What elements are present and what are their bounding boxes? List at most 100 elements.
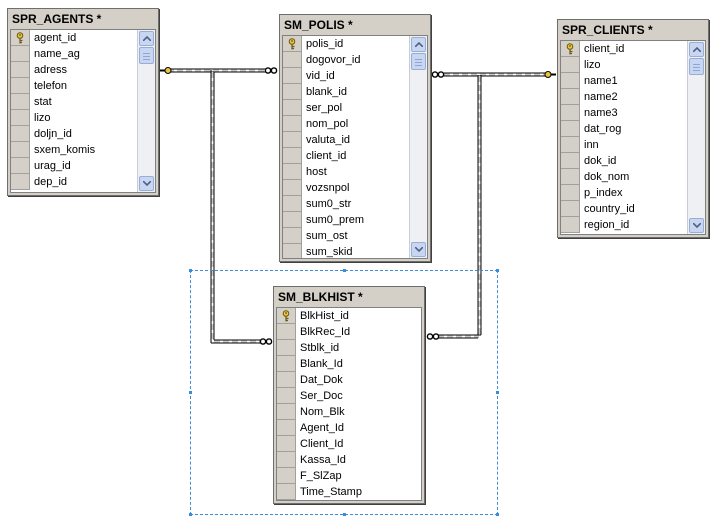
field-row[interactable]: dep_id bbox=[11, 174, 137, 190]
row-selector[interactable] bbox=[277, 308, 296, 324]
row-selector[interactable] bbox=[561, 73, 580, 89]
row-selector[interactable] bbox=[283, 180, 302, 196]
row-selector[interactable] bbox=[283, 116, 302, 132]
field-row[interactable]: dok_nom bbox=[561, 169, 687, 185]
row-selector[interactable] bbox=[277, 468, 296, 484]
row-selector[interactable] bbox=[11, 78, 30, 94]
field-row[interactable]: Blank_Id bbox=[277, 356, 421, 372]
row-selector[interactable] bbox=[11, 30, 30, 46]
row-selector[interactable] bbox=[277, 372, 296, 388]
row-selector[interactable] bbox=[11, 94, 30, 110]
row-selector[interactable] bbox=[277, 436, 296, 452]
field-row[interactable]: urag_id bbox=[11, 158, 137, 174]
table-title[interactable]: SPR_AGENTS * bbox=[12, 12, 102, 26]
row-selector[interactable] bbox=[277, 452, 296, 468]
field-row[interactable]: vozsnpol bbox=[283, 180, 409, 196]
field-row[interactable]: BlkHist_id bbox=[277, 308, 421, 324]
row-selector[interactable] bbox=[561, 57, 580, 73]
field-row[interactable]: nom_pol bbox=[283, 116, 409, 132]
scroll-thumb[interactable] bbox=[411, 53, 426, 70]
field-row[interactable]: telefon bbox=[11, 78, 137, 94]
field-row[interactable]: Client_Id bbox=[277, 436, 421, 452]
row-selector[interactable] bbox=[277, 340, 296, 356]
row-selector[interactable] bbox=[11, 62, 30, 78]
row-selector[interactable] bbox=[283, 52, 302, 68]
field-row[interactable]: agent_id bbox=[11, 30, 137, 46]
scroll-thumb[interactable] bbox=[689, 58, 704, 75]
row-selector[interactable] bbox=[561, 217, 580, 233]
field-row[interactable]: Kassa_Id bbox=[277, 452, 421, 468]
scroll-up-button[interactable] bbox=[139, 31, 154, 46]
field-row[interactable]: name2 bbox=[561, 89, 687, 105]
field-row[interactable]: host bbox=[283, 164, 409, 180]
row-selector[interactable] bbox=[283, 244, 302, 258]
row-selector[interactable] bbox=[561, 185, 580, 201]
row-selector[interactable] bbox=[561, 121, 580, 137]
field-row[interactable]: valuta_id bbox=[283, 132, 409, 148]
field-row[interactable]: inn bbox=[561, 137, 687, 153]
resize-handle[interactable] bbox=[343, 513, 346, 516]
field-row[interactable]: region_id bbox=[561, 217, 687, 233]
row-selector[interactable] bbox=[283, 148, 302, 164]
field-row[interactable]: sum0_prem bbox=[283, 212, 409, 228]
row-selector[interactable] bbox=[561, 201, 580, 217]
vertical-scrollbar[interactable] bbox=[137, 30, 155, 192]
scroll-down-button[interactable] bbox=[411, 242, 426, 257]
field-row[interactable]: ser_pol bbox=[283, 100, 409, 116]
row-selector[interactable] bbox=[11, 126, 30, 142]
field-row[interactable]: Dat_Dok bbox=[277, 372, 421, 388]
field-row[interactable]: sum0_str bbox=[283, 196, 409, 212]
field-row[interactable]: client_id bbox=[283, 148, 409, 164]
row-selector[interactable] bbox=[283, 196, 302, 212]
resize-handle[interactable] bbox=[189, 513, 192, 516]
resize-handle[interactable] bbox=[189, 391, 192, 394]
row-selector[interactable] bbox=[283, 84, 302, 100]
field-row[interactable]: client_id bbox=[561, 41, 687, 57]
field-row[interactable]: p_index bbox=[561, 185, 687, 201]
field-row[interactable]: name_ag bbox=[11, 46, 137, 62]
row-selector[interactable] bbox=[283, 100, 302, 116]
row-selector[interactable] bbox=[561, 137, 580, 153]
row-selector[interactable] bbox=[277, 356, 296, 372]
field-row[interactable]: F_SlZap bbox=[277, 468, 421, 484]
field-row[interactable]: Stblk_id bbox=[277, 340, 421, 356]
field-row[interactable]: dok_id bbox=[561, 153, 687, 169]
table-title[interactable]: SM_BLKHIST * bbox=[278, 290, 363, 304]
field-row[interactable]: lizo bbox=[11, 110, 137, 126]
row-selector[interactable] bbox=[277, 404, 296, 420]
field-row[interactable]: Agent_Id bbox=[277, 420, 421, 436]
resize-handle[interactable] bbox=[496, 269, 499, 272]
row-selector[interactable] bbox=[277, 324, 296, 340]
field-row[interactable]: blank_id bbox=[283, 84, 409, 100]
table-title[interactable]: SM_POLIS * bbox=[284, 18, 353, 32]
row-selector[interactable] bbox=[561, 169, 580, 185]
resize-handle[interactable] bbox=[343, 269, 346, 272]
field-row[interactable]: polis_id bbox=[283, 36, 409, 52]
row-selector[interactable] bbox=[561, 105, 580, 121]
row-selector[interactable] bbox=[283, 132, 302, 148]
field-row[interactable]: sxem_komis bbox=[11, 142, 137, 158]
scroll-down-button[interactable] bbox=[139, 176, 154, 191]
row-selector[interactable] bbox=[283, 36, 302, 52]
resize-handle[interactable] bbox=[496, 391, 499, 394]
scroll-thumb[interactable] bbox=[139, 47, 154, 64]
row-selector[interactable] bbox=[283, 68, 302, 84]
row-selector[interactable] bbox=[11, 46, 30, 62]
scroll-up-button[interactable] bbox=[689, 42, 704, 57]
resize-handle[interactable] bbox=[189, 269, 192, 272]
table-title[interactable]: SPR_CLIENTS * bbox=[562, 23, 653, 37]
field-row[interactable]: adress bbox=[11, 62, 137, 78]
scroll-down-button[interactable] bbox=[689, 218, 704, 233]
vertical-scrollbar[interactable] bbox=[409, 36, 427, 258]
row-selector[interactable] bbox=[11, 174, 30, 190]
field-row[interactable]: stat bbox=[11, 94, 137, 110]
row-selector[interactable] bbox=[283, 228, 302, 244]
field-row[interactable]: vid_id bbox=[283, 68, 409, 84]
row-selector[interactable] bbox=[277, 420, 296, 436]
